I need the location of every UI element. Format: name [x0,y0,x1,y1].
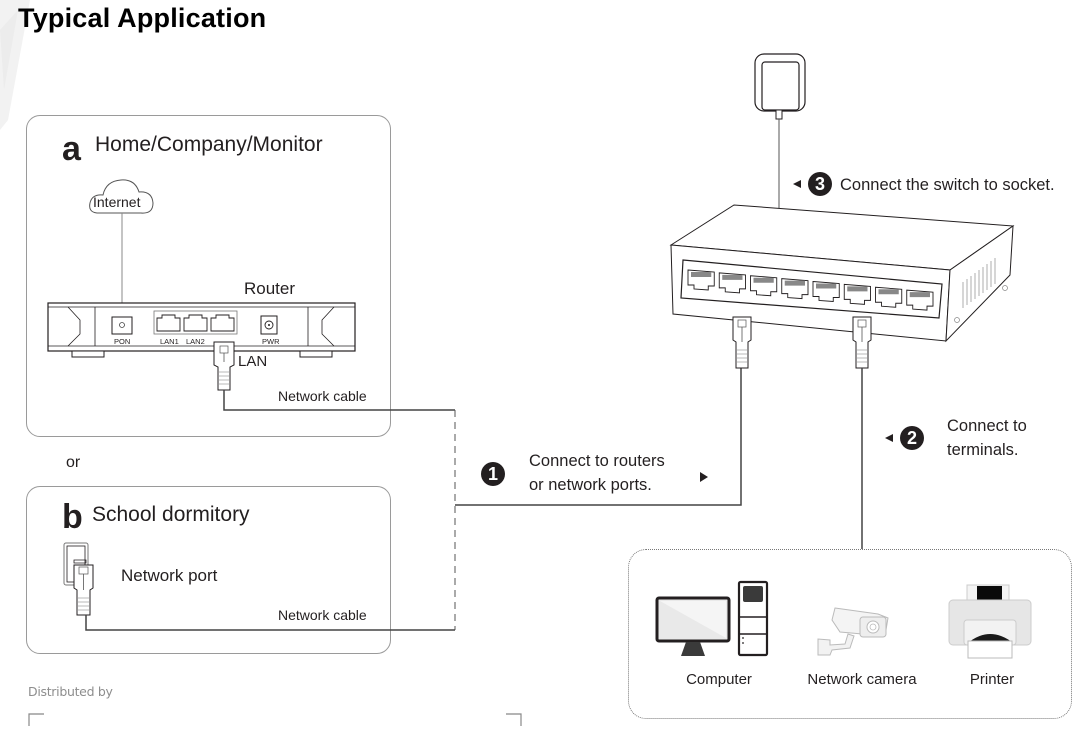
network-cable-label-b: Network cable [278,607,367,623]
rj45-plug-icon [213,341,235,391]
step-1-badge: 1 [481,462,505,486]
device-label-computer: Computer [686,671,752,688]
watermark-decoration [0,0,30,130]
switch-ports [687,269,934,311]
port-label-lan2: LAN2 [186,337,205,346]
section-a-title: Home/Company/Monitor [95,133,323,156]
panel-home-company [26,115,391,437]
step2-arrow-icon [885,434,893,442]
router-label: Router [244,279,296,298]
switch-port-contacts [847,286,868,292]
step-3-text: Connect the switch to socket. [840,176,1055,194]
step-3-badge: 3 [808,172,832,196]
step-2-line1: Connect to [947,417,1027,435]
panel-school-dormitory [26,486,391,654]
page-title: Typical Application [18,3,267,33]
port-label-pwr: PWR [262,337,280,346]
network-port-label: Network port [121,566,218,585]
router-icon [47,302,356,358]
device-label-network-camera: Network camera [807,671,917,688]
computer-icon [655,580,769,657]
port-label-lan1: LAN1 [160,337,179,346]
uplink-cable [455,368,742,506]
switch-port-contacts [784,280,805,286]
rj45-plug-icon [852,316,872,369]
section-b-title: School dormitory [92,503,250,526]
or-separator: or [66,454,81,471]
step-1-text: Connect to routers or network ports. [529,449,665,497]
terminal-devices-panel [628,549,1072,719]
lan-label: LAN [238,353,268,370]
step-1-line1: Connect to routers [529,452,665,470]
step-2-line2: terminals. [947,441,1019,459]
network-switch-icon [669,204,1015,343]
switch-port-contacts [878,289,899,295]
switch-port-contacts [691,272,712,277]
section-b-letter: b [62,498,83,536]
section-a-letter: a [62,130,81,168]
rj45-plug-icon [73,564,94,616]
network-camera-icon [817,607,889,656]
step-2-text: Connect to terminals. [947,414,1027,462]
printer-icon [948,584,1032,659]
step1-arrow-icon [700,472,708,482]
crop-mark-right [506,713,522,726]
port-label-pon: PON [114,337,131,346]
switch-port-contacts [722,274,743,280]
switch-port-contacts [909,292,930,298]
rj45-plug-icon [732,316,752,369]
switch-port-contacts [816,283,837,289]
step-1-line2: or network ports. [529,476,652,494]
step3-arrow-icon [793,180,801,188]
dormitory-network-cable [85,615,455,631]
distributed-by-label: Distributed by [28,684,113,699]
switch-port-contacts [753,277,774,283]
power-adapter-icon [754,53,806,120]
internet-cloud-icon [89,179,154,214]
internet-label: Internet [93,194,141,210]
crop-mark-left [28,713,44,726]
step-2-badge: 2 [900,426,924,450]
network-cable-label-a: Network cable [278,388,367,404]
device-label-printer: Printer [969,671,1015,688]
router-network-cable [223,390,455,411]
